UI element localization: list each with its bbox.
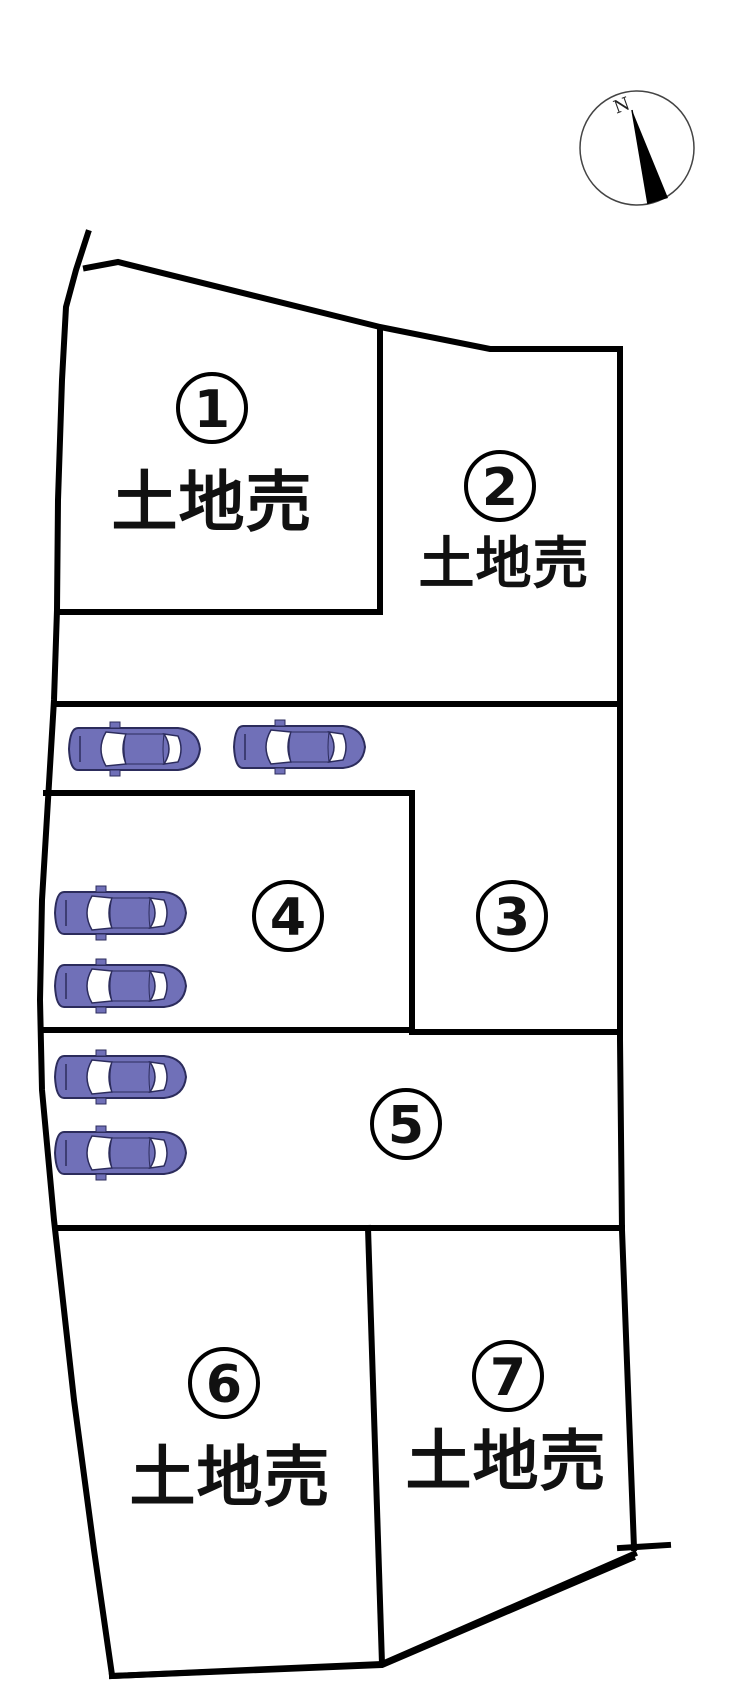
compass-needle-outline [631, 109, 649, 205]
bottom-edge [108, 1550, 638, 1680]
car-icon [68, 721, 201, 777]
parking-cars [54, 719, 366, 1181]
compass-north-label: N [611, 93, 633, 118]
lot-boundaries [36, 229, 672, 1680]
lot-6-marker: 6 土地売 [130, 1347, 331, 1516]
lot-7-number: 7 [490, 1348, 526, 1408]
lot-7-marker: 7 土地売 [406, 1340, 607, 1500]
compass-needle [632, 110, 668, 204]
car-icon [54, 885, 187, 941]
car-icon [233, 719, 366, 775]
north-compass: N [579, 90, 695, 206]
north-boundary [82, 258, 638, 1552]
lot-4-marker: 4 [252, 880, 324, 952]
south-boundary [108, 1554, 636, 1680]
lot-6-7-divider [364, 1224, 386, 1668]
lot-1-marker: 1 土地売 [112, 372, 313, 541]
car-icon [54, 1125, 187, 1181]
lot-3-marker: 3 [476, 880, 548, 952]
lot-5-number: 5 [388, 1096, 424, 1156]
lot-5-marker: 5 [370, 1088, 442, 1160]
lot-6-sale-label: 土地売 [130, 1439, 331, 1516]
west-boundary [36, 229, 116, 1679]
lot-2-number: 2 [482, 458, 518, 518]
lot-4-boundary [39, 790, 415, 1033]
lot-3-number: 3 [494, 888, 530, 948]
lot-labels: 1 土地売 2 土地売 3 4 5 6 土地売 [112, 372, 607, 1516]
car-icon [54, 1049, 187, 1105]
lot-1-sale-label: 土地売 [112, 464, 313, 541]
compass-circle [579, 90, 695, 206]
lot-2-sale-label: 土地売 [419, 532, 590, 597]
car-icon [54, 958, 187, 1014]
bottom-boundary [112, 1556, 634, 1676]
lot-7-sale-label: 土地売 [406, 1423, 607, 1500]
lot-6-number: 6 [206, 1355, 242, 1415]
lot-1-number: 1 [194, 380, 230, 440]
lot-1-boundary [55, 327, 383, 615]
lot-2-marker: 2 土地売 [419, 450, 590, 597]
lot-4-number: 4 [270, 888, 306, 948]
southeast-stub [616, 1541, 672, 1552]
